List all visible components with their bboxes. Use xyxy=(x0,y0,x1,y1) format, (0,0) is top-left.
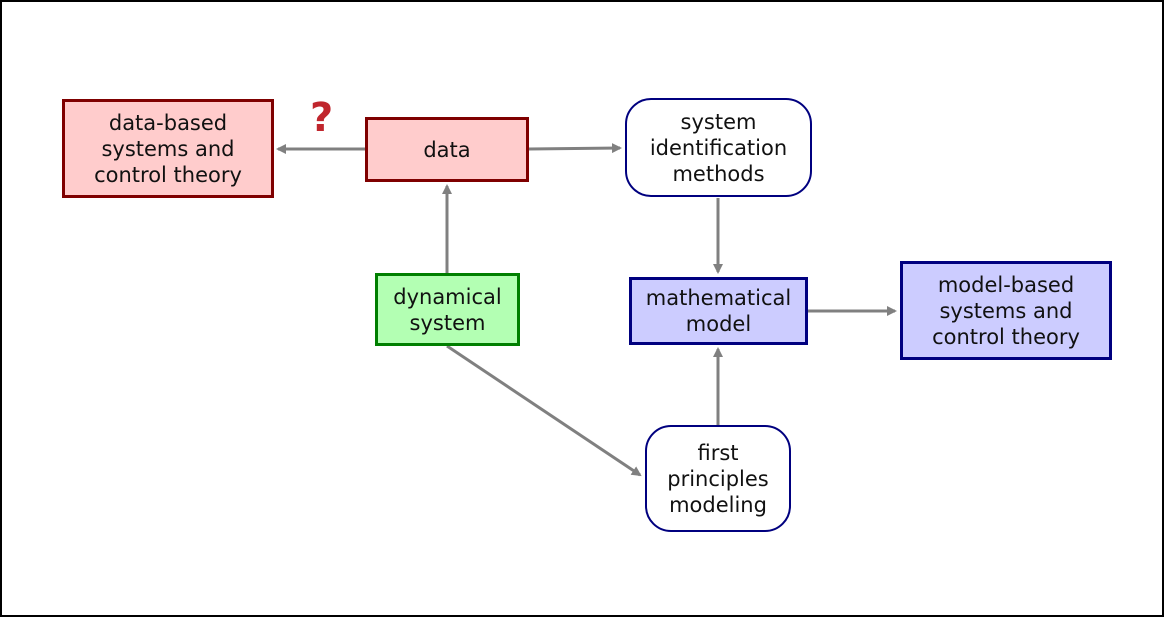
node-mathematical-model-label: mathematical model xyxy=(645,286,792,336)
node-mathematical-model: mathematical model xyxy=(629,277,808,345)
node-dynamical-system: dynamical system xyxy=(375,273,520,346)
node-first-principles: first principles modeling xyxy=(645,425,791,532)
node-data-label: data xyxy=(423,137,471,162)
question-mark: ? xyxy=(310,95,334,141)
node-data: data xyxy=(365,117,529,182)
edge-data-to-sysid xyxy=(528,143,622,154)
edge-dynsys-to-firstprinciples xyxy=(446,344,642,477)
node-model-based-control-label: model-based systems and control theory xyxy=(932,272,1080,349)
node-first-principles-label: first principles modeling xyxy=(667,440,769,517)
node-data-based-control: data-based systems and control theory xyxy=(62,99,274,198)
node-model-based-control: model-based systems and control theory xyxy=(900,261,1112,360)
node-system-identification: system identification methods xyxy=(625,98,812,197)
node-dynamical-system-label: dynamical system xyxy=(393,284,502,335)
node-data-based-control-label: data-based systems and control theory xyxy=(94,110,242,187)
node-system-identification-label: system identification methods xyxy=(649,109,788,186)
